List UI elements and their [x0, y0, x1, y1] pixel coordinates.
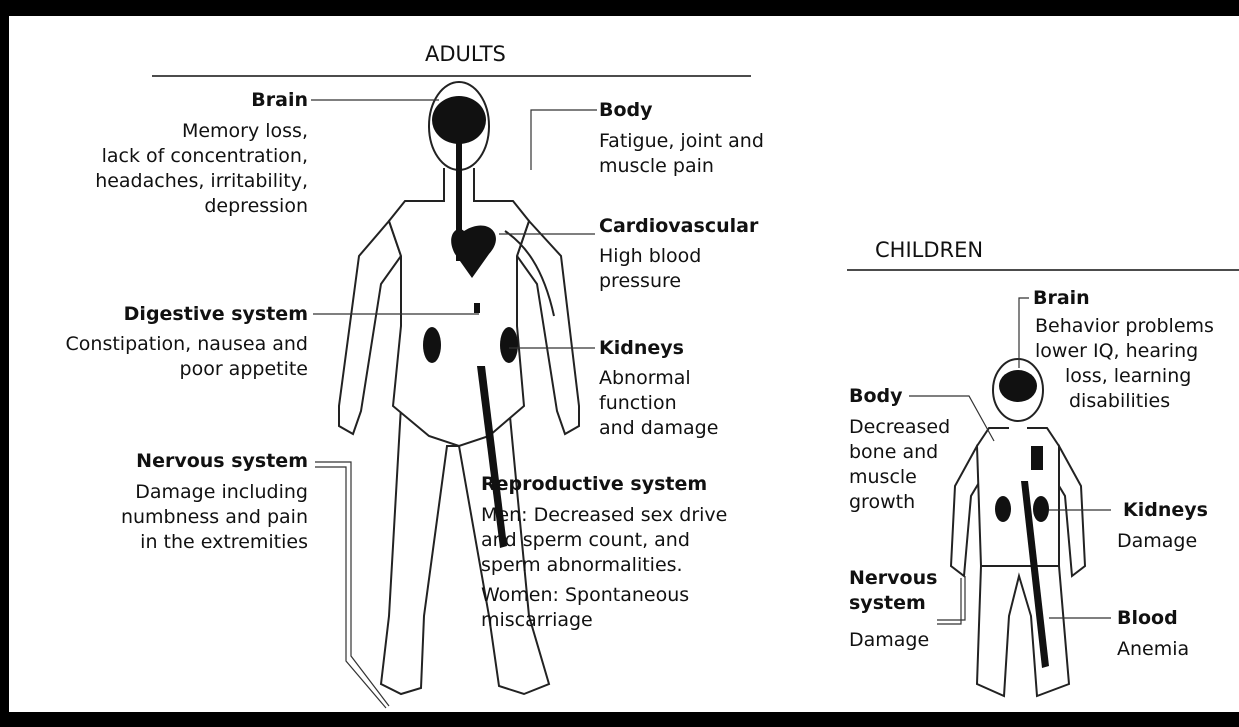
child-brain-line-4: disabilities	[1069, 389, 1170, 413]
child-body-line-3: muscle	[849, 465, 917, 489]
child-body-line-1: Decreased	[849, 415, 950, 439]
adult-nervous-line-3: in the extremities	[140, 530, 308, 554]
child-body-line-2: bone and	[849, 440, 938, 464]
adult-body-line-2: muscle pain	[599, 154, 714, 178]
adult-nervous-line-1: Damage including	[135, 480, 308, 504]
child-brain-line-1: Behavior problems	[1035, 314, 1214, 338]
child-body-title: Body	[849, 384, 903, 408]
adult-cardio-line-1: High blood	[599, 244, 701, 268]
child-heart-organ	[1031, 446, 1043, 470]
adult-cardio-line-2: pressure	[599, 269, 681, 293]
adults-heading: ADULTS	[425, 42, 506, 66]
adult-reproductive-women-line-1: Women: Spontaneous	[481, 583, 689, 607]
adult-nervous-line-2: numbness and pain	[121, 505, 308, 529]
adult-brain-line-4: depression	[204, 194, 308, 218]
adult-kidneys-line-2: function	[599, 391, 677, 415]
adult-digestive-line-1: Constipation, nausea and	[66, 332, 308, 356]
adult-brain-line-1: Memory loss,	[182, 119, 308, 143]
adult-kidneys-title: Kidneys	[599, 336, 684, 360]
child-brain-title: Brain	[1033, 286, 1090, 310]
child-kidneys-line-1: Damage	[1117, 529, 1197, 553]
child-nervous-title-line-1: Nervous	[849, 566, 937, 590]
adult-kidneys-line-3: and damage	[599, 416, 718, 440]
child-brain-line-3: loss, learning	[1065, 364, 1191, 388]
adult-body-line-1: Fatigue, joint and	[599, 129, 764, 153]
adult-reproductive-women-line-2: miscarriage	[481, 608, 593, 632]
adult-reproductive-line-1: Men: Decreased sex drive	[481, 503, 727, 527]
child-brain-organ	[999, 370, 1037, 402]
adult-digestive-line-2: poor appetite	[180, 357, 308, 381]
adult-reproductive-line-3: sperm abnormalities.	[481, 553, 683, 577]
adult-left-kidney-organ	[423, 327, 441, 363]
child-blood-title: Blood	[1117, 606, 1178, 630]
child-left-kidney-organ	[995, 496, 1011, 522]
adult-body-title: Body	[599, 98, 653, 122]
child-body-line-4: growth	[849, 490, 915, 514]
adult-brain-title: Brain	[251, 88, 308, 112]
adult-brain-line-2: lack of concentration,	[102, 144, 308, 168]
adult-right-kidney-organ	[500, 327, 518, 363]
children-heading: CHILDREN	[875, 238, 983, 262]
child-nervous-title-line-2: system	[849, 591, 926, 615]
adult-nervous-title: Nervous system	[136, 449, 308, 473]
adult-brain-line-3: headaches, irritability,	[95, 169, 308, 193]
adult-reproductive-title: Reproductive system	[481, 472, 707, 496]
diagram-panel: ADULTS Brain Memory loss, lack of concen…	[9, 16, 1239, 712]
child-nervous-line-1: Damage	[849, 628, 929, 652]
adult-brain-organ	[432, 96, 486, 144]
adult-kidneys-line-1: Abnormal	[599, 366, 691, 390]
child-kidneys-title: Kidneys	[1123, 498, 1208, 522]
child-brain-line-2: lower IQ, hearing	[1035, 339, 1198, 363]
child-blood-line-1: Anemia	[1117, 637, 1189, 661]
adult-digestive-title: Digestive system	[124, 302, 308, 326]
adult-gut-mark	[474, 303, 480, 313]
adult-reproductive-line-2: and sperm count, and	[481, 528, 690, 552]
child-figure	[951, 359, 1085, 696]
child-right-kidney-organ	[1033, 496, 1049, 522]
adult-cardio-title: Cardiovascular	[599, 214, 758, 238]
